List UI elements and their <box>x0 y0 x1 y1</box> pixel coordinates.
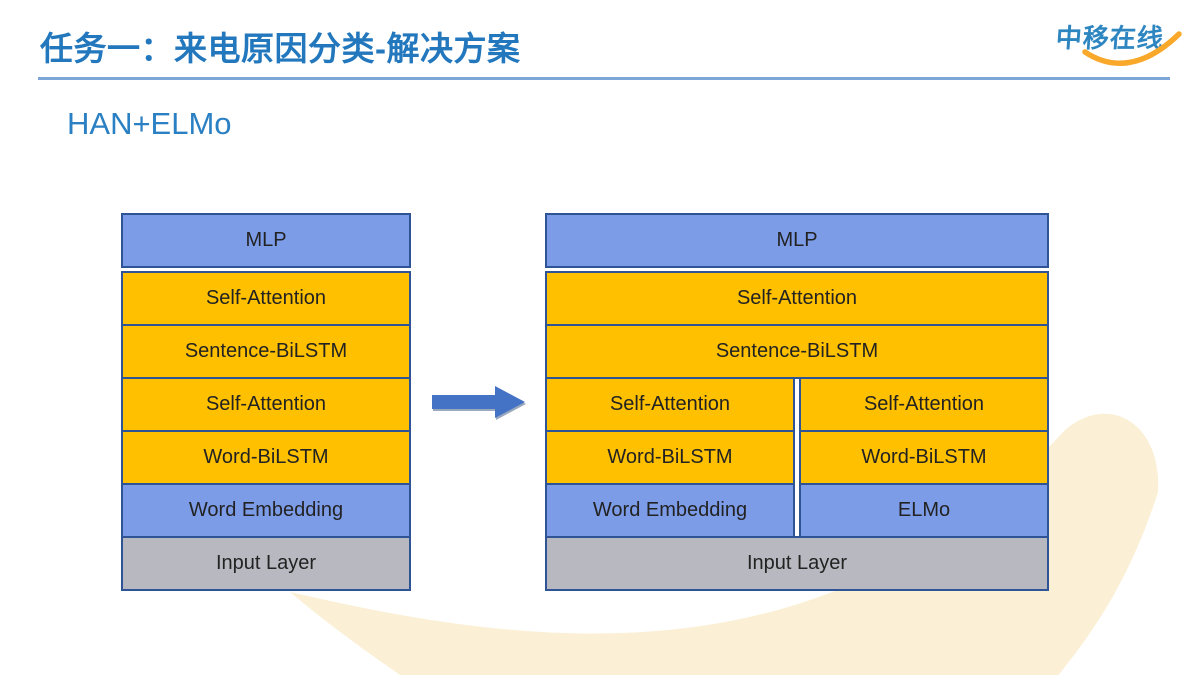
layer-input: Input Layer <box>121 536 411 591</box>
han-architecture-diagram: MLP Self-Attention Sentence-BiLSTM Self-… <box>121 213 411 591</box>
layer-self-attention: Self-Attention <box>121 271 411 326</box>
logo-swoosh-icon <box>1082 31 1182 66</box>
layer-word-bilstm: Word-BiLSTM <box>121 430 411 485</box>
layer-sentence-bilstm: Sentence-BiLSTM <box>545 324 1049 379</box>
company-logo: 中移在线 <box>1055 18 1186 70</box>
layer-mlp: MLP <box>545 213 1049 268</box>
swoosh-shape <box>290 413 1159 675</box>
transform-arrow-icon <box>432 386 525 418</box>
layer-word-bilstm: Word-BiLSTM <box>799 430 1049 485</box>
slide-title: 任务一：来电原因分类-解决方案 <box>40 30 521 67</box>
layer-mlp: MLP <box>121 213 411 268</box>
layer-sentence-bilstm: Sentence-BiLSTM <box>121 324 411 379</box>
layer-self-attention: Self-Attention <box>545 271 1049 326</box>
method-subtitle: HAN+ELMo <box>67 106 232 141</box>
layer-input: Input Layer <box>545 536 1049 591</box>
layer-word-embedding: Word Embedding <box>545 483 795 538</box>
title-underline <box>38 77 1170 80</box>
layer-self-attention: Self-Attention <box>799 377 1049 432</box>
layer-self-attention: Self-Attention <box>545 377 795 432</box>
layer-word-embedding: Word Embedding <box>121 483 411 538</box>
word-branch-column: Self-Attention Word-BiLSTM Word Embeddin… <box>545 377 795 538</box>
layer-word-bilstm: Word-BiLSTM <box>545 430 795 485</box>
layer-self-attention: Self-Attention <box>121 377 411 432</box>
layer-elmo: ELMo <box>799 483 1049 538</box>
han-elmo-architecture-diagram: MLP Self-Attention Sentence-BiLSTM Self-… <box>545 213 1049 591</box>
dual-branch-section: Self-Attention Word-BiLSTM Word Embeddin… <box>545 377 1049 538</box>
elmo-branch-column: Self-Attention Word-BiLSTM ELMo <box>799 377 1049 538</box>
